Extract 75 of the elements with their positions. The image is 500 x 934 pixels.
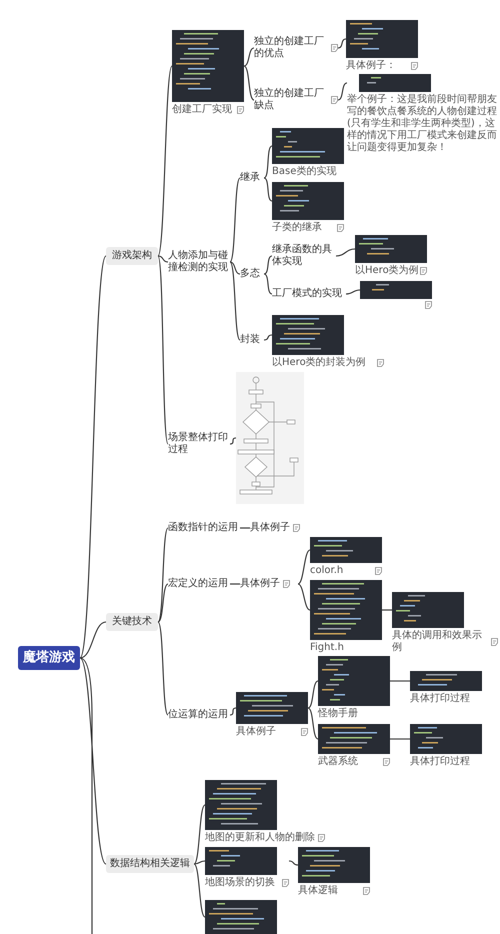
topic-label: 工厂模式的实现: [272, 288, 342, 300]
topic-label: Fight.h: [310, 642, 344, 654]
connector: [80, 657, 93, 934]
connector: [230, 707, 236, 716]
connector: [230, 262, 240, 340]
topic-label: 场景整体打印过程: [168, 432, 229, 456]
connector: [157, 256, 169, 444]
connector: [158, 584, 168, 622]
topic-label: 具体例子: [250, 522, 290, 534]
connector: [158, 66, 172, 256]
topic-label: 宏定义的运用: [168, 578, 228, 590]
connector: [264, 273, 272, 295]
connector: [298, 583, 310, 611]
connector: [158, 528, 168, 622]
connector: [390, 680, 410, 682]
topic-label: color.h: [310, 565, 344, 577]
connector: [264, 334, 272, 341]
topic-label: 独立的创建工厂的优点: [254, 36, 325, 60]
topic-label: 具体的调用和效果示例: [392, 630, 483, 654]
root-topic: 魔塔游戏: [18, 646, 80, 670]
topic-label: 子类的继承: [272, 222, 322, 234]
connector: [338, 38, 346, 49]
topic-label: 具体打印过程: [410, 756, 470, 768]
connector: [230, 178, 240, 262]
connector: [298, 550, 310, 584]
topic-label: 位运算的运用: [168, 709, 228, 721]
connector: [244, 47, 254, 67]
topic-label: 函数指针的运用: [168, 522, 238, 534]
topic-label: 具体例子: [240, 578, 280, 590]
topic-label: 人物添加与碰撞检测的实现: [168, 250, 229, 274]
topic-label: 具体逻辑: [298, 885, 338, 897]
topic-label: 独立的创建工厂缺点: [254, 88, 325, 112]
connector: [288, 860, 298, 866]
note-text: 举个例子：这是我前段时间帮朋友写的餐饮点餐系统的人物创建过程(只有学生和非学生两种类型)，这样的情况下用工厂模式来创建反而让问题变得更加复杂！: [347, 94, 497, 154]
connector: [336, 248, 356, 257]
connector: [264, 255, 272, 275]
connector: [158, 255, 168, 263]
connector: [264, 146, 272, 178]
topic-label: 怪物手册: [318, 708, 358, 720]
connector: [244, 66, 254, 100]
connector: [230, 583, 240, 585]
topic-label: 具体打印过程: [410, 693, 470, 705]
connector: [390, 738, 410, 740]
connector: [194, 804, 206, 864]
connector: [80, 621, 106, 659]
connector: [240, 527, 250, 529]
topic-box: 关键技术: [106, 613, 158, 631]
topic-label: 以Hero类的封装为例: [272, 357, 366, 369]
connector: [338, 82, 348, 101]
connector: [194, 860, 206, 865]
topic-box: 数据结构相关逻辑: [106, 855, 194, 873]
topic-label: 继承函数的具体实现: [272, 244, 333, 268]
topic-label: 创建工厂实现: [172, 104, 232, 116]
connector: [308, 708, 318, 740]
topic-label: 多态: [240, 268, 260, 280]
topic-label: 武器系统: [318, 756, 358, 768]
connector: [230, 261, 240, 275]
topic-label: 以Hero类为例: [355, 265, 419, 277]
connector: [382, 609, 392, 611]
topic-label: 具体例子: [236, 726, 276, 738]
topic-label: 封装: [240, 334, 260, 346]
topic-label: 具体例子：: [346, 60, 396, 72]
connector: [346, 289, 360, 295]
topic-label: 地图的更新和人物的删除: [205, 832, 315, 844]
topic-box: 游戏架构: [106, 247, 158, 265]
connector: [264, 177, 272, 202]
topic-label: Base类的实现: [272, 166, 336, 178]
connector: [230, 437, 236, 445]
connector: [308, 680, 318, 709]
topic-label: 地图场景的切换: [205, 877, 275, 889]
connector: [80, 658, 106, 864]
connector: [158, 622, 168, 716]
topic-label: 继承: [240, 172, 260, 184]
connector: [79, 256, 107, 658]
connector: [194, 864, 206, 918]
